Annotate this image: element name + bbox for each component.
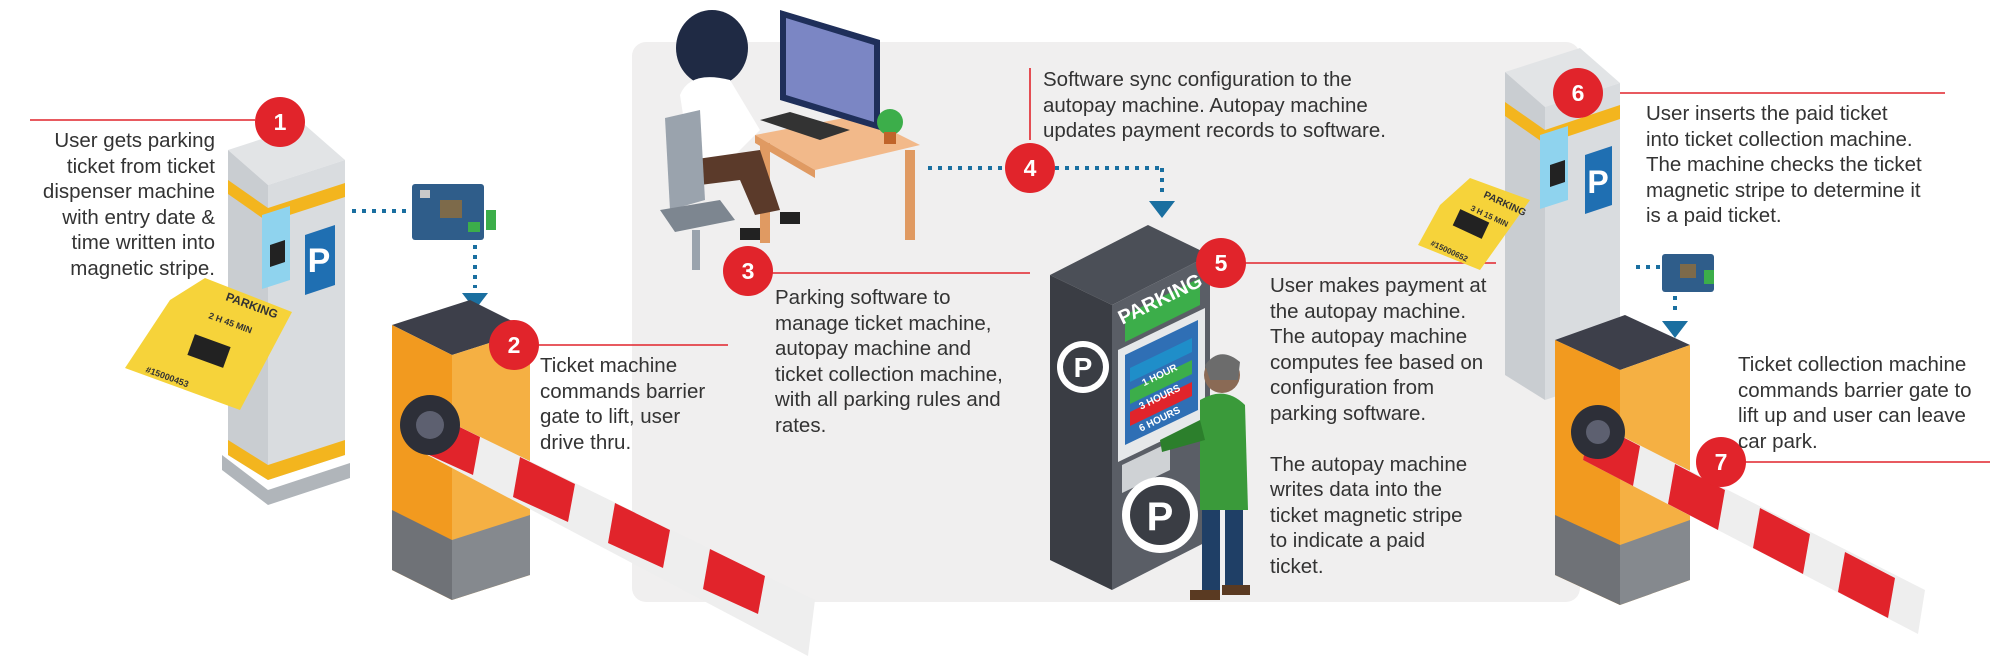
- parking-ticket-icon: [125, 278, 292, 410]
- person-at-autopay: [1160, 354, 1250, 600]
- step-7-badge: 7: [1696, 437, 1746, 487]
- circuit-board-icon: [412, 184, 496, 240]
- step-4-text: Software sync configuration to the autop…: [1043, 68, 1386, 142]
- kiosk-p-sign-right: P: [1587, 164, 1608, 200]
- leader-lines: [30, 68, 1990, 463]
- autopay-machine: [1050, 225, 1210, 590]
- paid-ticket-icon: [1418, 178, 1530, 270]
- kiosk-p-sign: P: [308, 242, 331, 280]
- barrier-gate-entry: [392, 300, 815, 656]
- step-7-text: Ticket collection machine commands barri…: [1738, 353, 1972, 453]
- step-1-badge: 1: [255, 97, 305, 147]
- step-5-badge: 5: [1196, 238, 1246, 288]
- connector-lines: [352, 166, 1677, 316]
- step-4-badge: 4: [1005, 143, 1055, 193]
- step-1-text: User gets parking ticket from ticket dis…: [42, 129, 215, 280]
- arrow-down-icon: [1149, 201, 1175, 218]
- barrier-gate-exit: [1555, 315, 1925, 634]
- step-2-text: Ticket machine commands barrier gate to …: [540, 354, 706, 454]
- parking-software-workstation: [660, 10, 920, 270]
- autopay-p-sign: P: [1074, 352, 1093, 383]
- step-3-text: Parking software to manage ticket machin…: [775, 286, 1003, 437]
- step-2-badge: 2: [489, 320, 539, 370]
- autopay-p-sign-large: P: [1147, 495, 1174, 539]
- arrow-down-icon: [1662, 321, 1688, 338]
- ticket-collection-machine: [1505, 48, 1620, 400]
- arrow-down-icon: [462, 293, 488, 310]
- step-6-text: User inserts the paid ticket into ticket…: [1646, 102, 1922, 227]
- step-3-badge: 3: [723, 246, 773, 296]
- step-6-badge: 6: [1553, 68, 1603, 118]
- step-5-text: User makes payment at the autopay machin…: [1270, 274, 1487, 578]
- circuit-board-icon: [1662, 254, 1714, 292]
- connector-arrows: [462, 201, 1688, 338]
